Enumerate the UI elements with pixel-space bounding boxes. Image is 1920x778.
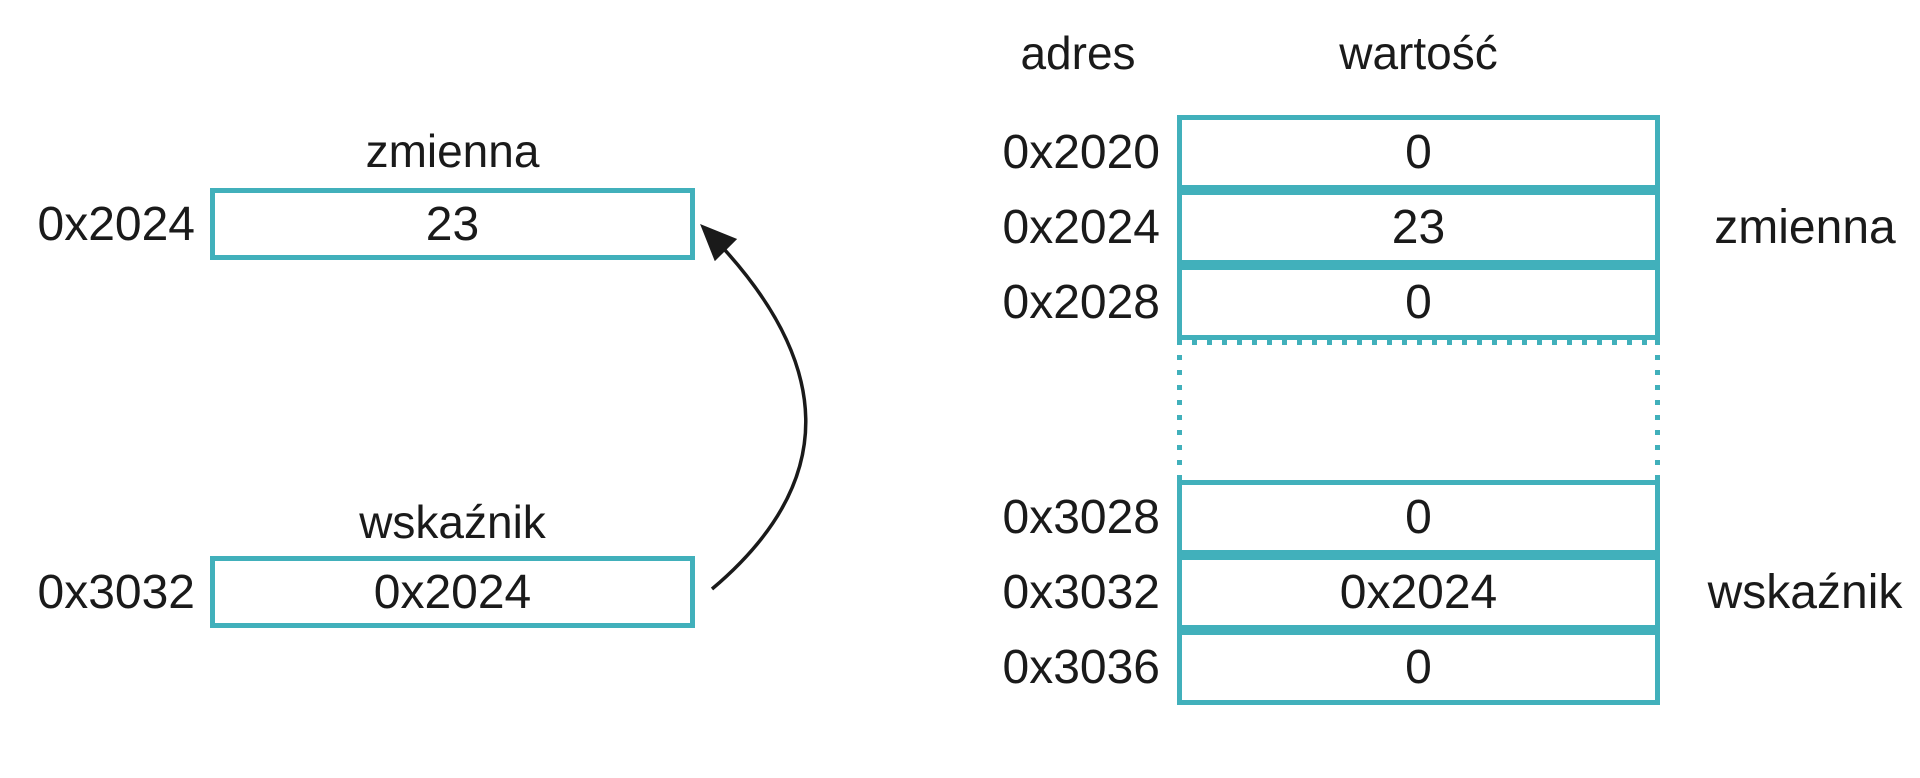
memory-cell: 0x2024 [1177,555,1660,630]
memory-cell-value: 0x2024 [1339,566,1498,619]
memory-cell-value: 0 [1405,641,1432,694]
pointer-value: 0x2024 [373,565,532,619]
pointer-value-box: 0x2024 [210,556,695,628]
address-label: 0x2028 [1002,276,1160,329]
variable-value: 23 [425,197,480,251]
memory-table-lower-section: 0 0x2024 0 [1177,480,1660,705]
address-label: 0x3036 [1002,641,1160,694]
pointer-box-label: wskaźnik [359,496,546,548]
pointer-address-label: 0x3032 [37,565,195,619]
variable-box-label: zmienna [365,125,540,177]
memory-cell: 0 [1177,265,1660,340]
address-label: 0x3028 [1002,491,1160,544]
address-label: 0x2024 [1002,201,1160,254]
column-header-address: adres [1020,27,1136,79]
memory-cell: 0 [1177,630,1660,705]
row-side-label-variable: zmienna [1714,201,1896,254]
variable-address-label: 0x2024 [37,197,195,251]
address-label: 0x2020 [1002,126,1160,179]
memory-cell-value: 0 [1405,491,1432,544]
memory-table-upper-section: 0 23 0 [1177,115,1660,340]
row-side-label-pointer: wskaźnik [1707,566,1903,619]
memory-cell: 0 [1177,115,1660,190]
memory-gap-dotted [1177,340,1660,480]
memory-cell-value: 23 [1391,201,1446,254]
memory-cell: 0 [1177,480,1660,555]
memory-cell-value: 0 [1405,276,1432,329]
variable-value-box: 23 [210,188,695,260]
address-label: 0x3032 [1002,566,1160,619]
memory-cell-value: 0 [1405,126,1432,179]
memory-cell: 23 [1177,190,1660,265]
column-header-value: wartość [1339,27,1498,79]
